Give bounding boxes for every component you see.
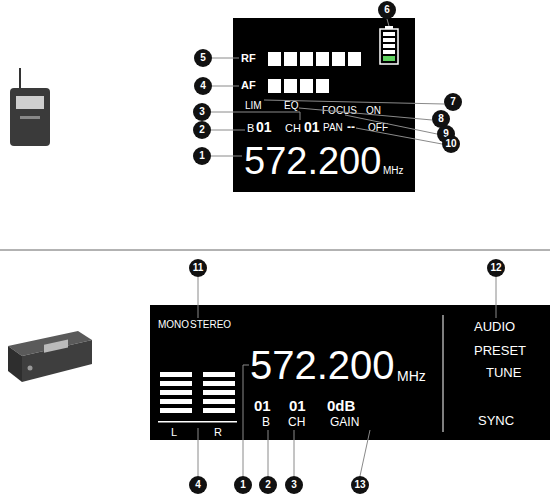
meter-bar bbox=[203, 408, 235, 413]
display-text: PAN bbox=[323, 123, 343, 133]
battery-segment bbox=[383, 50, 395, 54]
display-text: 572.200 bbox=[250, 345, 395, 385]
display-text: B bbox=[247, 123, 254, 134]
meter-bar bbox=[348, 52, 361, 66]
bodypack-body bbox=[10, 88, 50, 146]
leader-line bbox=[211, 130, 245, 131]
meter-bar bbox=[203, 399, 235, 404]
leader-line bbox=[212, 58, 239, 59]
callout-number: 11 bbox=[189, 259, 207, 277]
leader-line bbox=[212, 86, 239, 87]
callout-number: 3 bbox=[285, 476, 303, 494]
receiver-front bbox=[22, 340, 92, 382]
meter-bar bbox=[160, 381, 192, 386]
display-text: 01 bbox=[256, 120, 272, 134]
callout-number: 4 bbox=[194, 77, 212, 95]
meter-bar bbox=[160, 372, 192, 377]
battery-segment bbox=[383, 32, 395, 36]
display-text: GAIN bbox=[330, 416, 359, 428]
display-text: B bbox=[262, 416, 270, 428]
display-text: OFF bbox=[368, 123, 388, 133]
display-text: 01 bbox=[289, 398, 306, 413]
bodypack-logo bbox=[20, 116, 40, 119]
display-text: 0dB bbox=[327, 398, 355, 413]
callout-number: 7 bbox=[444, 93, 462, 111]
bodypack-screen bbox=[16, 96, 44, 109]
meter-bar bbox=[160, 399, 192, 404]
display-text: LIM bbox=[245, 101, 262, 111]
meter-bar bbox=[316, 52, 329, 66]
battery-segment bbox=[383, 38, 395, 42]
callout-number: 3 bbox=[193, 103, 211, 121]
display-text: RF bbox=[241, 53, 256, 64]
display-text: AUDIO bbox=[474, 320, 515, 333]
callout-number: 1 bbox=[193, 147, 211, 165]
display-text: MHz bbox=[397, 369, 426, 383]
display-text: 572.200 bbox=[244, 142, 381, 180]
display-text: R bbox=[214, 427, 222, 438]
section-separator bbox=[0, 250, 550, 251]
display-text: EQ bbox=[284, 101, 298, 111]
meter-bar bbox=[160, 408, 192, 413]
display-text: L bbox=[171, 427, 177, 438]
battery-segment bbox=[383, 56, 395, 61]
leader-line bbox=[198, 277, 199, 318]
meter-bar bbox=[268, 52, 281, 66]
callout-number: 12 bbox=[487, 259, 505, 277]
meter-bar bbox=[203, 390, 235, 395]
meter-baseline bbox=[158, 421, 237, 423]
display-text: SYNC bbox=[478, 414, 514, 427]
receiver-screen bbox=[44, 340, 68, 353]
display-text: TUNE bbox=[486, 366, 521, 379]
meter-bar bbox=[284, 52, 297, 66]
callout-number: 10 bbox=[442, 135, 460, 153]
callout-number: 1 bbox=[234, 476, 252, 494]
display-text: AF bbox=[241, 80, 256, 91]
meter-bar bbox=[160, 390, 192, 395]
display-text: 01 bbox=[254, 398, 271, 413]
battery-segment bbox=[383, 44, 395, 48]
leader-line bbox=[198, 428, 199, 476]
leader-line bbox=[496, 277, 497, 318]
meter-bar bbox=[316, 79, 329, 93]
callout-number: 2 bbox=[259, 476, 277, 494]
display-text: CH bbox=[288, 416, 305, 428]
callout-number: 2 bbox=[193, 121, 211, 139]
meter-bar bbox=[203, 372, 235, 377]
callout-number: 13 bbox=[351, 476, 369, 494]
bodypack-antenna bbox=[19, 68, 21, 90]
leader-line bbox=[268, 430, 269, 476]
display-text: CH bbox=[285, 123, 301, 134]
display-text: MONO bbox=[158, 320, 189, 330]
display-text: STEREO bbox=[190, 320, 231, 330]
leader-line bbox=[294, 430, 295, 476]
callout-number: 6 bbox=[378, 1, 396, 19]
display-text: MHz bbox=[383, 166, 404, 176]
leader-line bbox=[211, 156, 242, 157]
receiver-side bbox=[8, 346, 22, 382]
meter-bar bbox=[284, 79, 297, 93]
display-text: PRESET bbox=[474, 344, 526, 357]
display-text: 01 bbox=[304, 120, 320, 134]
display-text: -- bbox=[347, 121, 355, 133]
receiver-jack bbox=[28, 366, 33, 371]
meter-bar bbox=[300, 79, 313, 93]
callout-number: 5 bbox=[194, 49, 212, 67]
callout-number: 4 bbox=[189, 476, 207, 494]
meter-bar bbox=[332, 52, 345, 66]
meter-bar bbox=[300, 52, 313, 66]
display-divider bbox=[442, 315, 444, 432]
meter-bar bbox=[268, 79, 281, 93]
meter-bar bbox=[203, 381, 235, 386]
